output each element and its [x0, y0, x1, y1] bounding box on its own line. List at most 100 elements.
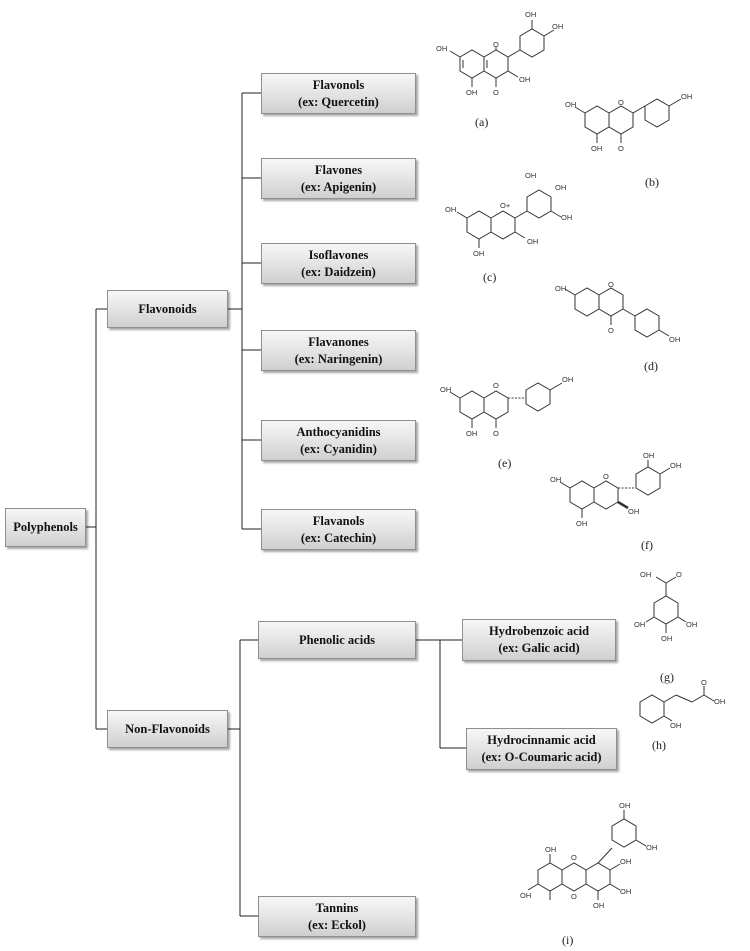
- atom-label: O: [571, 892, 577, 901]
- atom-label: O: [676, 570, 682, 579]
- class-name: Isoflavones: [308, 247, 369, 262]
- class-example: (ex: Cyanidin): [300, 441, 377, 456]
- flavonols-node: Flavonols (ex: Quercetin): [261, 73, 416, 114]
- catechin-structure: O OH OH OH OH OH: [550, 451, 681, 528]
- atom-label: OH: [591, 144, 602, 153]
- atom-label: OH: [619, 801, 630, 810]
- atom-label: OH: [545, 845, 556, 854]
- atom-label: OH: [525, 10, 536, 19]
- class-example: (ex: Catechin): [300, 530, 377, 545]
- atom-label: O: [571, 853, 577, 862]
- atom-label: OH: [661, 634, 672, 643]
- caption-g: (g): [660, 670, 674, 684]
- flavonoids-node: Flavonoids: [107, 290, 228, 328]
- atom-label: OH: [714, 697, 725, 706]
- atom-label: O: [701, 678, 707, 687]
- atom-label: OH: [473, 249, 484, 258]
- quercetin-structure: O OH OH OH O OH OH: [436, 10, 563, 97]
- atom-label: OH: [643, 451, 654, 460]
- atom-label: OH: [519, 75, 530, 84]
- atom-label: OH: [520, 891, 531, 900]
- eckol-structure: OH OH OH OH OH OH OH O O: [520, 801, 657, 910]
- atom-label: OH: [681, 92, 692, 101]
- atom-label: OH: [620, 857, 631, 866]
- atom-label: OH: [686, 620, 697, 629]
- atom-label: OH: [576, 519, 587, 528]
- tannins-node: Tannins (ex: Eckol): [258, 896, 416, 937]
- atom-label: OH: [593, 901, 604, 910]
- atom-label: O: [608, 326, 614, 335]
- class-name: Anthocyanidins: [296, 424, 381, 439]
- atom-label: OH: [640, 570, 651, 579]
- class-name: Hydrobenzoic acid: [488, 624, 590, 638]
- atom-label: O: [603, 472, 609, 481]
- atom-label: OH: [620, 887, 631, 896]
- naringenin-structure: O OH O OH OH: [440, 375, 573, 438]
- atom-label: O: [493, 429, 499, 438]
- atom-label: OH: [466, 88, 477, 97]
- class-name: Flavanones: [308, 334, 369, 349]
- atom-label: O: [493, 40, 499, 49]
- class-name: Hydrocinnamic acid: [487, 733, 596, 747]
- atom-label: OH: [525, 171, 536, 180]
- polyphenols-node: Polyphenols: [5, 508, 86, 547]
- gallic-acid-structure: OH O OH OH OH: [634, 570, 697, 643]
- phenolic-acids-node: Phenolic acids: [258, 621, 416, 659]
- cyanidin-top-oh: OH OH: [525, 171, 566, 192]
- atom-label: OH: [565, 100, 576, 109]
- caption-i: (i): [562, 933, 574, 947]
- caption-f: (f): [641, 538, 653, 552]
- atom-label: OH: [646, 843, 657, 852]
- caption-d: (d): [644, 359, 658, 373]
- class-example: (ex: Daidzein): [301, 264, 376, 279]
- class-example: (ex: Naringenin): [294, 351, 383, 366]
- class-name: Tannins: [315, 900, 359, 915]
- class-example: (ex: Apigenin): [300, 179, 377, 194]
- atom-label: OH: [634, 620, 645, 629]
- o-coumaric-acid-structure: O OH OH: [639, 678, 725, 730]
- apigenin-structure: O OH O OH OH: [565, 92, 692, 153]
- atom-label: OH: [670, 721, 681, 730]
- node-label: Phenolic acids: [298, 632, 376, 647]
- atom-label: O: [493, 88, 499, 97]
- atom-label: O: [493, 381, 499, 390]
- atom-label: O: [618, 144, 624, 153]
- caption-e: (e): [498, 456, 512, 470]
- atom-label: O: [618, 98, 624, 107]
- class-name: Flavanols: [312, 513, 365, 528]
- atom-label: OH: [555, 183, 566, 192]
- non-flavonoids-node: Non-Flavonoids: [107, 710, 228, 748]
- caption-a: (a): [475, 115, 489, 129]
- atom-label: OH: [552, 22, 563, 31]
- atom-label: OH: [440, 385, 451, 394]
- node-label: Polyphenols: [13, 520, 78, 534]
- caption-b: (b): [645, 175, 659, 189]
- atom-label: OH: [445, 205, 456, 214]
- class-example: (ex: Galic acid): [498, 641, 580, 655]
- flavanones-node: Flavanones (ex: Naringenin): [261, 330, 416, 371]
- flavanols-node: Flavanols (ex: Catechin): [261, 509, 416, 550]
- hydrocinnamic-acid-node: Hydrocinnamic acid (ex: O-Coumaric acid): [466, 728, 617, 770]
- class-name: Flavones: [314, 162, 363, 177]
- atom-label: OH: [527, 237, 538, 246]
- atom-label: OH: [628, 507, 639, 516]
- atom-label: O: [608, 280, 614, 289]
- hydrobenzoic-acid-node: Hydrobenzoic acid (ex: Galic acid): [462, 619, 616, 661]
- flavones-node: Flavones (ex: Apigenin): [261, 158, 416, 199]
- atom-label: OH: [562, 375, 573, 384]
- caption-h: (h): [652, 738, 666, 752]
- class-example: (ex: Quercetin): [298, 94, 379, 109]
- atom-label: OH: [436, 44, 447, 53]
- atom-label: OH: [550, 475, 561, 484]
- cyanidin-structure: O+ OH OH OH OH: [445, 189, 572, 258]
- atom-label: OH: [555, 284, 566, 293]
- daidzein-structure: O OH O OH: [555, 280, 680, 344]
- class-example: (ex: O-Coumaric acid): [481, 750, 602, 764]
- class-name: Flavonols: [312, 77, 365, 92]
- isoflavones-node: Isoflavones (ex: Daidzein): [261, 243, 416, 284]
- atom-label: O+: [500, 201, 511, 210]
- atom-label: OH: [669, 335, 680, 344]
- node-label: Non-Flavonoids: [125, 721, 210, 736]
